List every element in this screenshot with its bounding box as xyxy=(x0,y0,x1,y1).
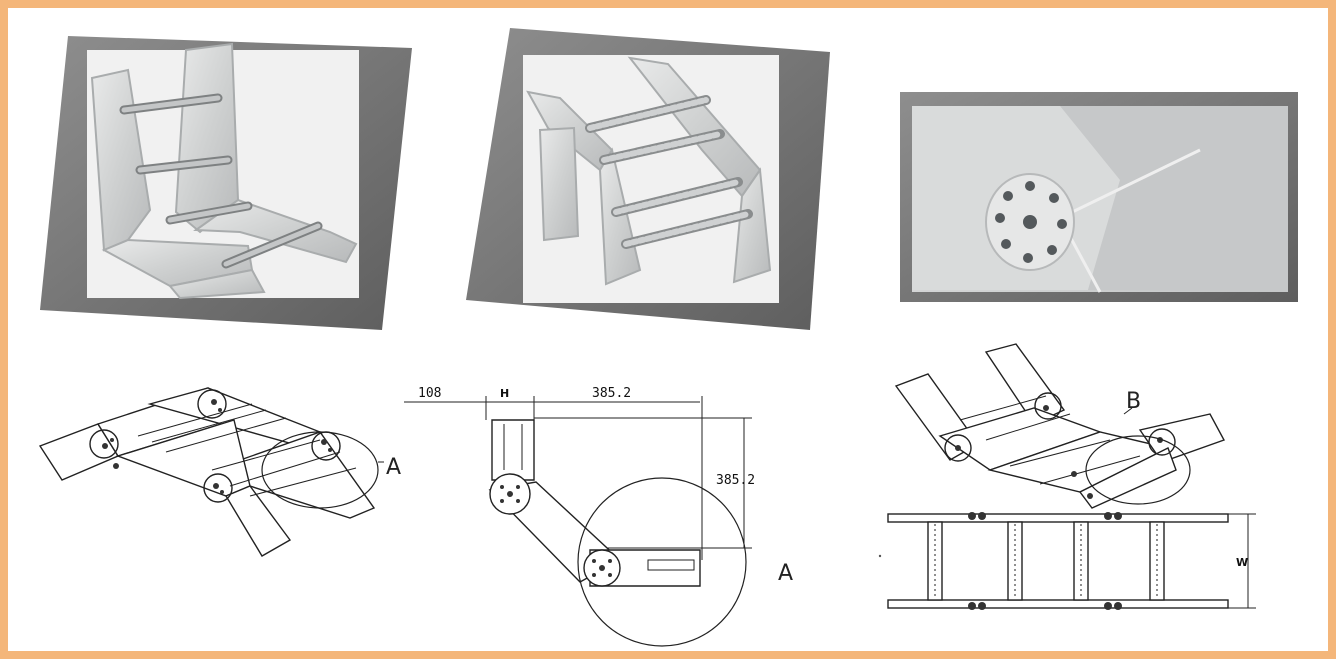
dim-width-label: W xyxy=(1236,556,1248,569)
dim-vertical-label: 385.2 xyxy=(716,473,755,488)
drawing-isometric-bend-b xyxy=(894,343,1226,509)
callout-a-left: A xyxy=(386,455,401,480)
drawing-top-view-width xyxy=(878,512,1256,610)
drawing-isometric-bend-a xyxy=(38,387,384,557)
dim-horizontal-label: 385.2 xyxy=(592,386,631,401)
drawing-dimensioned-side-view xyxy=(404,396,752,647)
dim-offset-label: 108 xyxy=(418,386,441,401)
bend-hinge-joint-detail-photo xyxy=(900,92,1298,302)
callout-a-center: A xyxy=(778,561,793,586)
vertical-bend-ladder-photo-2 xyxy=(466,28,830,330)
dim-height-label: H xyxy=(500,387,509,400)
callout-b: B xyxy=(1126,389,1141,414)
vertical-bend-ladder-photo xyxy=(40,36,412,330)
